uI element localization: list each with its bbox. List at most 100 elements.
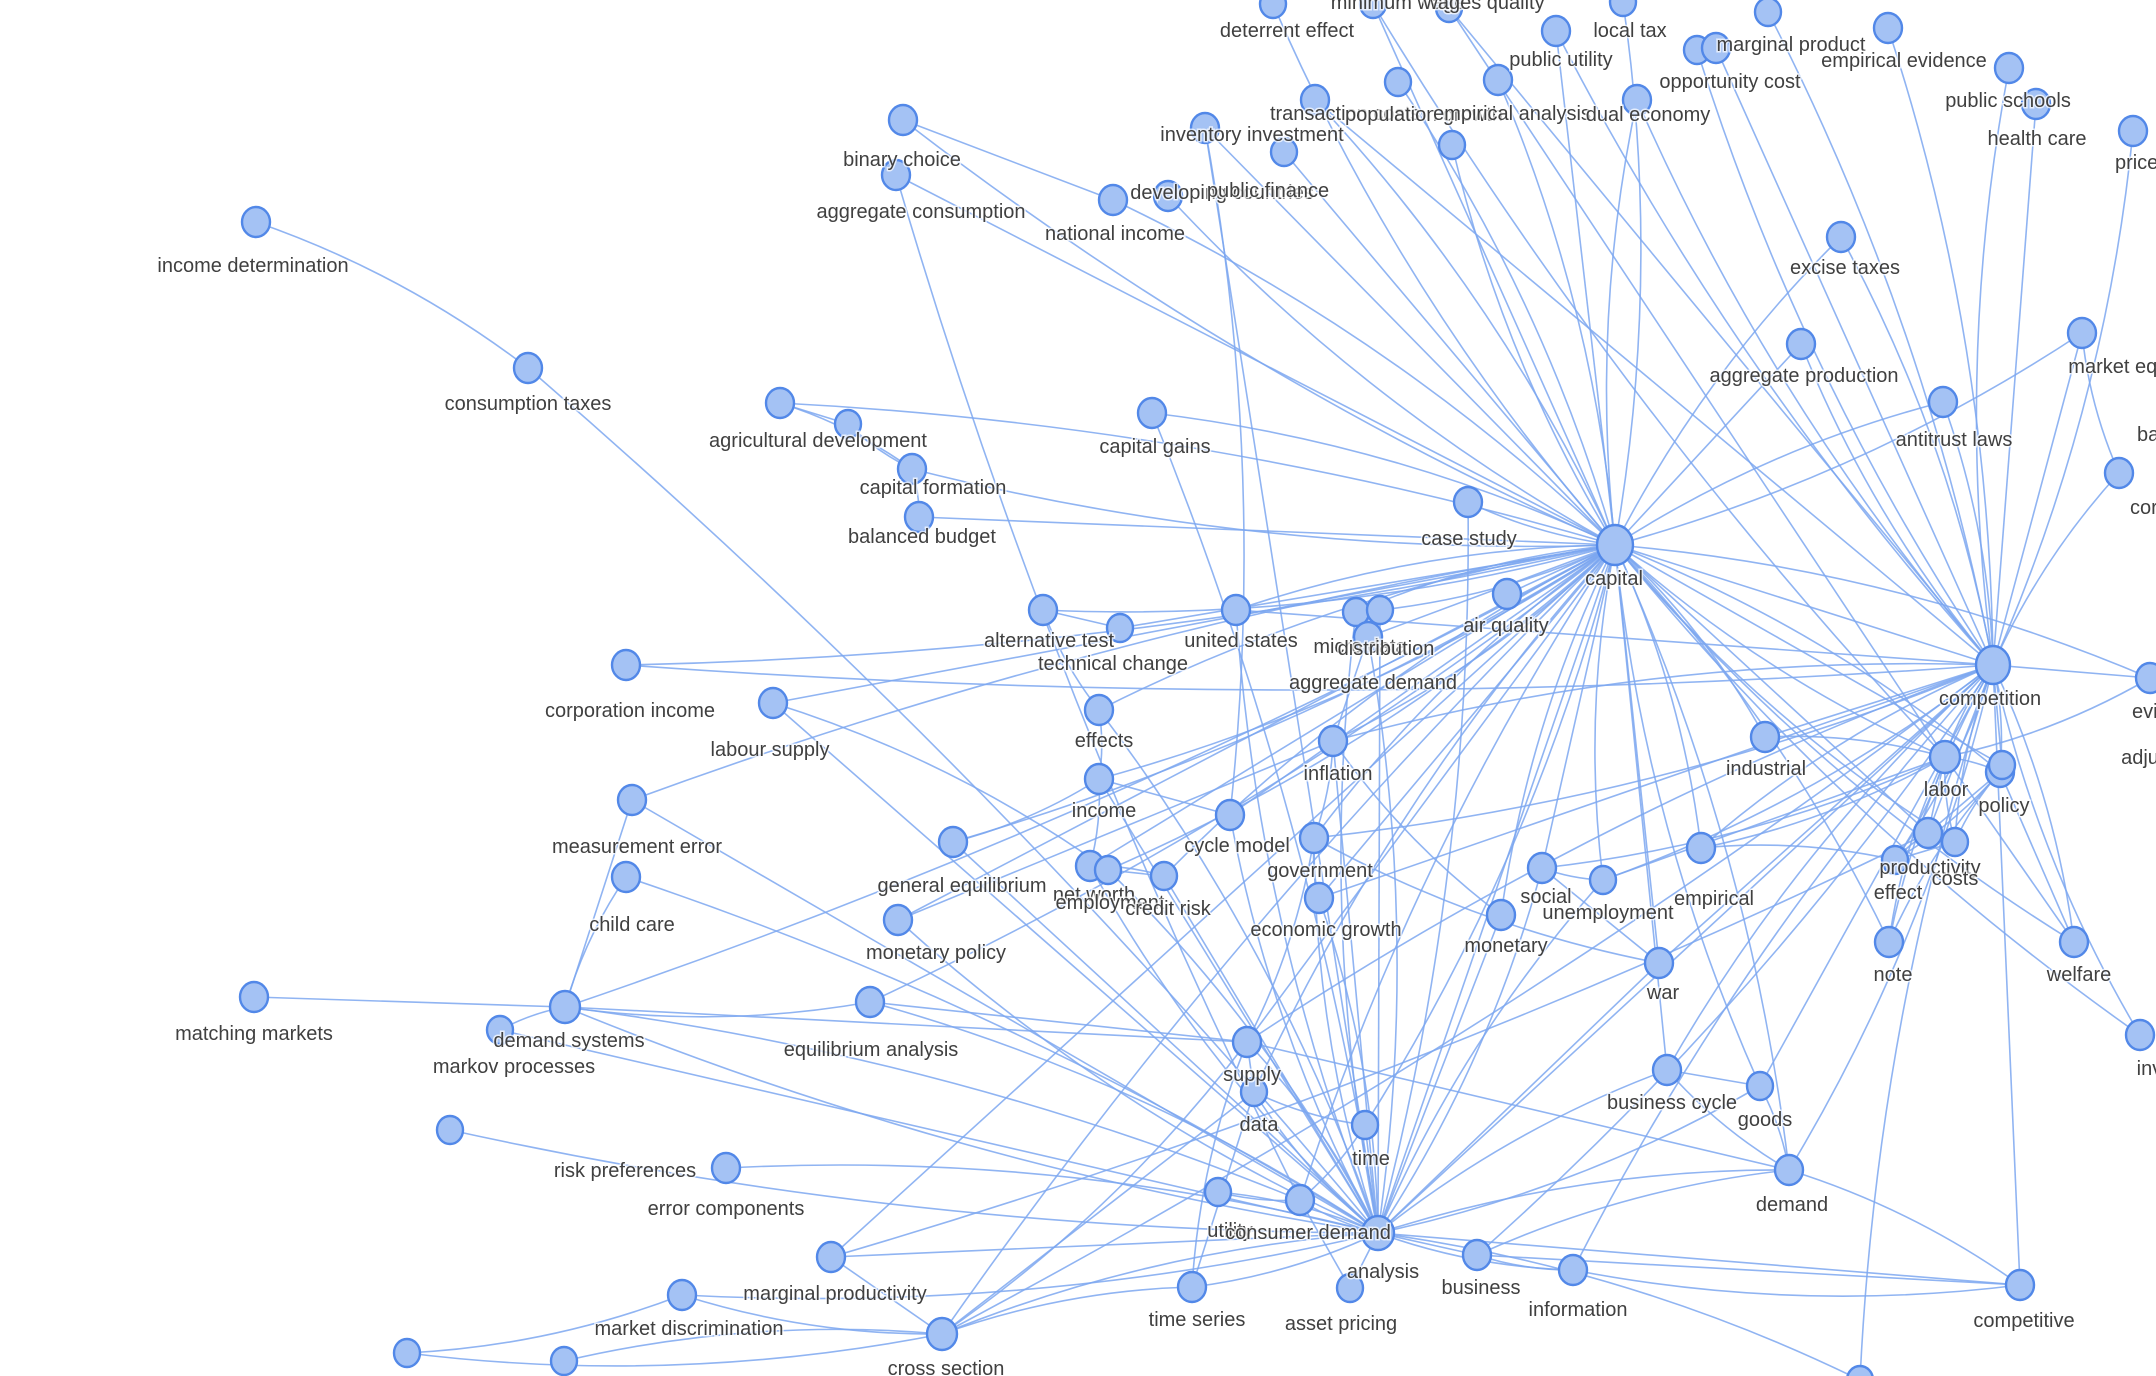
graph-node-supply[interactable]: [1231, 1025, 1263, 1059]
graph-node-competitive[interactable]: [2004, 1268, 2036, 1302]
graph-node-child-care[interactable]: [610, 860, 642, 894]
graph-node-marginal-productivity[interactable]: [815, 1240, 847, 1274]
graph-node-measurement-error[interactable]: [616, 783, 648, 817]
graph-node-economic-growth[interactable]: [1303, 881, 1335, 915]
graph-node[interactable]: [1269, 136, 1299, 168]
graph-node-equilibrium-analysis[interactable]: [854, 985, 886, 1019]
graph-node-price-dispersion[interactable]: [2117, 114, 2149, 148]
graph-node-effects[interactable]: [1083, 693, 1115, 727]
graph-node-opportunity-cost[interactable]: [1621, 83, 1653, 117]
graph-node-information[interactable]: [1557, 1253, 1589, 1287]
graph-node-effect[interactable]: [1880, 844, 1910, 876]
graph-node-corporation-income[interactable]: [610, 648, 642, 682]
graph-node[interactable]: [1258, 0, 1288, 20]
graph-node-binary-choice[interactable]: [887, 103, 919, 137]
graph-node-matching-markets[interactable]: [238, 980, 270, 1014]
graph-node-analysis[interactable]: [1360, 1214, 1396, 1252]
graph-node-credit-risk[interactable]: [1149, 860, 1179, 892]
graph-node-income[interactable]: [1083, 762, 1115, 796]
graph-node-unemployment[interactable]: [1588, 864, 1618, 896]
graph-node-label-investment: investment: [2137, 1058, 2156, 1080]
graph-node-goods[interactable]: [1745, 1070, 1775, 1102]
graph-node-national-income[interactable]: [1097, 183, 1129, 217]
graph-node-developing-countries[interactable]: [1152, 179, 1184, 213]
graph-node-united-states[interactable]: [1220, 593, 1252, 627]
graph-node-distribution[interactable]: [1365, 594, 1395, 626]
graph-node-data[interactable]: [1239, 1076, 1269, 1108]
graph-node-business[interactable]: [1461, 1238, 1493, 1272]
graph-node-monetary[interactable]: [1485, 898, 1517, 932]
graph-node-general-equilibrium[interactable]: [937, 825, 969, 859]
graph-node-capital-formation[interactable]: [896, 452, 928, 486]
graph-node-alternative-test[interactable]: [1027, 593, 1059, 627]
graph-node-time-series[interactable]: [1176, 1270, 1208, 1304]
graph-node-public-schools[interactable]: [1993, 51, 2025, 85]
graph-node-capital[interactable]: [1595, 523, 1635, 567]
graph-node-public-utility[interactable]: [1482, 63, 1514, 97]
graph-node-balanced-budget[interactable]: [903, 500, 935, 534]
graph-node-banking[interactable]: [2103, 456, 2135, 490]
graph-node-aggregate-production[interactable]: [1785, 327, 1817, 361]
graph-node-war[interactable]: [1643, 946, 1675, 980]
graph-node-excise-taxes[interactable]: [1825, 220, 1857, 254]
graph-node-market-equilibrium[interactable]: [2066, 316, 2098, 350]
graph-node-income-determination[interactable]: [240, 205, 272, 239]
graph-node[interactable]: [549, 1345, 579, 1376]
graph-node-deterrent-effect[interactable]: [1299, 83, 1331, 117]
graph-node-health-care[interactable]: [2020, 87, 2052, 121]
graph-node[interactable]: [435, 1114, 465, 1146]
graph-node-asset-pricing[interactable]: [1335, 1272, 1365, 1304]
graph-node-utility[interactable]: [1203, 1176, 1233, 1208]
graph-node[interactable]: [1608, 0, 1638, 18]
graph-node-competition[interactable]: [1974, 644, 2012, 686]
graph-node[interactable]: [392, 1337, 422, 1369]
graph-node-air-quality[interactable]: [1491, 577, 1523, 611]
graph-node-business-cycle[interactable]: [1651, 1053, 1683, 1087]
graph-node[interactable]: [1753, 0, 1783, 28]
graph-node-antitrust-laws[interactable]: [1927, 385, 1959, 419]
graph-node-cross-section[interactable]: [925, 1316, 959, 1352]
graph-node-productivity[interactable]: [1912, 816, 1944, 850]
graph-node-industrial[interactable]: [1749, 720, 1781, 754]
graph-node[interactable]: [1434, 0, 1464, 24]
graph-node-labor[interactable]: [1928, 739, 1962, 775]
graph-node-demand[interactable]: [1773, 1153, 1805, 1187]
graph-node[interactable]: [1383, 66, 1413, 98]
graph-node-time[interactable]: [1350, 1109, 1380, 1141]
graph-node-risk-preferences[interactable]: [710, 1151, 742, 1185]
graph-node[interactable]: [1358, 0, 1388, 20]
graph-node-aggregate-consumption[interactable]: [880, 158, 912, 192]
graph-node-agricultural-development[interactable]: [764, 386, 796, 420]
graph-node-label-market-discrimination: market discrimination: [595, 1318, 784, 1340]
graph-node[interactable]: [1437, 129, 1467, 161]
graph-node-markov-processes[interactable]: [485, 1014, 515, 1046]
graph-node-welfare[interactable]: [2058, 925, 2090, 959]
graph-node-marginal-product[interactable]: [1700, 31, 1732, 65]
graph-node-technical-change[interactable]: [1105, 612, 1135, 644]
graph-node-inventory-investment[interactable]: [1189, 111, 1221, 145]
graph-node-aggregate-demand[interactable]: [1352, 620, 1384, 654]
graph-node-costs[interactable]: [1940, 826, 1970, 858]
graph-node-labour-supply[interactable]: [757, 686, 789, 720]
graph-node-evidence[interactable]: [2134, 661, 2156, 695]
graph-node-consumer-demand[interactable]: [1284, 1183, 1316, 1217]
graph-node-inflation[interactable]: [1317, 724, 1349, 758]
graph-node-investment[interactable]: [2124, 1018, 2156, 1052]
graph-node-monetary-policy[interactable]: [882, 903, 914, 937]
graph-node-government[interactable]: [1298, 821, 1330, 855]
graph-node-case-study[interactable]: [1452, 485, 1484, 519]
graph-node-empirical[interactable]: [1685, 831, 1717, 865]
graph-node-local-tax[interactable]: [1540, 14, 1572, 48]
graph-node-consumption-taxes[interactable]: [512, 351, 544, 385]
graph-node-empirical-evidence[interactable]: [1872, 11, 1904, 45]
graph-node-note[interactable]: [1873, 925, 1905, 959]
graph-node[interactable]: [1987, 749, 2017, 781]
graph-node-market-discrimination[interactable]: [666, 1278, 698, 1312]
graph-node-demand-systems[interactable]: [548, 989, 582, 1025]
graph-node[interactable]: [833, 408, 863, 440]
graph-node[interactable]: [1846, 1364, 1874, 1376]
graph-node-employment[interactable]: [1093, 854, 1123, 886]
graph-node-social[interactable]: [1526, 851, 1558, 885]
graph-node-capital-gains[interactable]: [1136, 396, 1168, 430]
graph-node-cycle-model[interactable]: [1214, 798, 1246, 832]
